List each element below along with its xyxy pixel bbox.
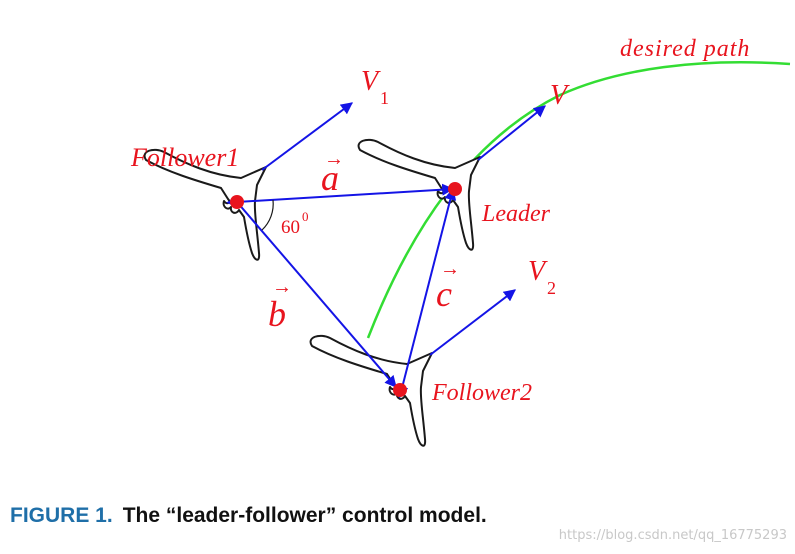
angle-superscript: 0: [302, 209, 309, 224]
angle-label: 60: [281, 217, 300, 238]
figure-caption: FIGURE 1. The “leader-follower” control m…: [10, 504, 487, 528]
vector-a-line: [226, 183, 455, 208]
follower1-velocity-vector: [261, 102, 353, 171]
follower2-velocity-label: V: [528, 256, 548, 287]
vector-c-label: c: [436, 274, 452, 314]
follower2-position-dot: [393, 383, 407, 397]
leader-label: Leader: [481, 201, 551, 227]
leader-position-dot: [448, 182, 462, 196]
follower1-label: Follower1: [130, 143, 239, 172]
follower2-aircraft-icon: [309, 334, 433, 447]
follower1-position-dot: [230, 195, 244, 209]
vector-c-line: [396, 187, 457, 399]
vector-b-label: b: [268, 294, 286, 334]
follower2-velocity-subscript: 2: [547, 278, 556, 298]
vector-b-line: [236, 201, 397, 388]
desired-path-label: desired path: [620, 36, 750, 62]
follower1-velocity-label: V: [361, 66, 381, 97]
caption-text: The “leader-follower” control model.: [122, 504, 487, 527]
watermark: https://blog.csdn.net/qq_16775293: [558, 528, 787, 543]
vector-b-arrow-mark: →: [272, 276, 292, 298]
leader-velocity-vector: [477, 105, 546, 161]
follower1-velocity-subscript: 1: [380, 88, 389, 108]
follower2-label: Follower2: [431, 380, 532, 406]
vector-a-arrow-mark: →: [324, 148, 344, 170]
angle-arc: [261, 199, 274, 231]
leader-follower-diagram: desired path V 1 V V 2 Follower1 Leader …: [130, 36, 791, 447]
leader-velocity-label: V: [550, 80, 570, 111]
vector-a-label: a: [321, 158, 339, 198]
vector-c-arrow-mark: →: [440, 258, 460, 280]
figure-number: FIGURE 1.: [10, 504, 113, 527]
desired-path-curve: [366, 61, 791, 339]
